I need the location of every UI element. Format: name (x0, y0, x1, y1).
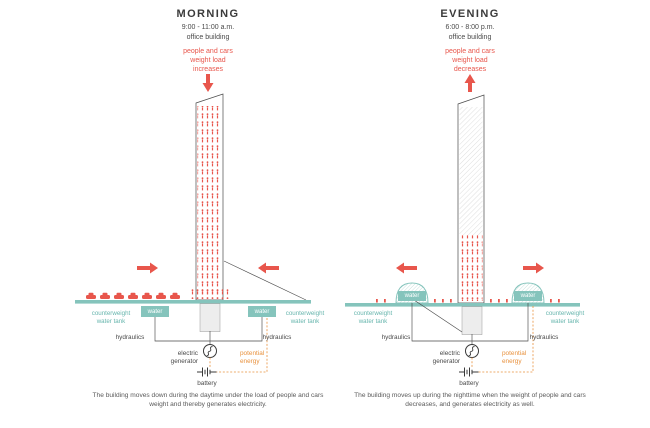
evening-building-occupants (459, 235, 483, 301)
water-tank-left: water (141, 306, 169, 317)
evening-hydraulic-lines (411, 303, 529, 345)
morning-caption: The building moves down during the dayti… (92, 392, 324, 408)
morning-building-label: office building (186, 34, 230, 41)
inflow-arrow-left-icon (137, 262, 158, 274)
weight-up-arrow-icon (464, 74, 476, 92)
morning-ramp-line (223, 260, 307, 301)
evening-caption: The building moves up during the nightti… (354, 392, 586, 408)
hydraulics-label-left: hydraulics (115, 334, 145, 341)
weight-down-arrow-icon (202, 74, 214, 92)
morning-ground (75, 300, 311, 304)
counterweight-label-right: counterweight water tank (545, 310, 585, 325)
morning-diagram (75, 74, 311, 377)
hydraulics-label-right: hydraulics (529, 334, 559, 341)
counterweight-label-right: counterweight water tank (285, 310, 325, 325)
evening-foundation-shaft (461, 306, 483, 335)
evening-building-empty-floors (459, 107, 483, 235)
inflow-arrow-right-icon (258, 262, 279, 274)
generator-coil-icon (468, 346, 475, 357)
electric-generator-label: electric generator (170, 350, 198, 365)
evening-time: 6:00 - 8:00 p.m. (445, 24, 495, 31)
evening-potential-energy-lines (471, 306, 534, 373)
morning-load-text: people and cars weight load increases (183, 48, 233, 73)
morning-potential-energy-lines (209, 318, 268, 373)
morning-cars (86, 292, 180, 299)
water-tank-left: water (398, 291, 426, 301)
evening-leaving-traffic (376, 299, 560, 303)
counterweight-label-left: counterweight water tank (353, 310, 393, 325)
hydraulics-label-left: hydraulics (381, 334, 411, 341)
battery-label: battery (197, 380, 217, 387)
battery-icon (459, 367, 479, 377)
battery-label: battery (459, 380, 479, 387)
hydraulics-label-right: hydraulics (262, 334, 292, 341)
morning-hydraulic-lines (154, 317, 263, 345)
evening-title: EVENING (440, 8, 500, 20)
battery-icon (197, 367, 217, 377)
morning-foundation-shaft (199, 303, 221, 332)
evening-ramp-line (413, 299, 463, 333)
water-tank-right: water (248, 306, 276, 317)
potential-energy-label: potential energy (240, 350, 265, 365)
evening-diagram (345, 74, 580, 377)
evening-building-label: office building (448, 34, 492, 41)
generator-coil-icon (206, 346, 213, 357)
morning-title: MORNING (176, 8, 240, 20)
outflow-arrow-left-icon (396, 262, 417, 274)
water-tank-right: water (514, 291, 542, 301)
morning-building-occupants (197, 106, 222, 298)
potential-energy-label: potential energy (502, 350, 527, 365)
outflow-arrow-right-icon (523, 262, 544, 274)
morning-entrance-crowd (191, 288, 229, 299)
counterweight-label-left: counterweight water tank (91, 310, 131, 325)
evening-ground (345, 303, 580, 307)
morning-time: 9:00 - 11:00 a.m. (181, 24, 235, 31)
evening-load-text: people and cars weight load decreases (445, 48, 495, 73)
electric-generator-label: electric generator (432, 350, 460, 365)
